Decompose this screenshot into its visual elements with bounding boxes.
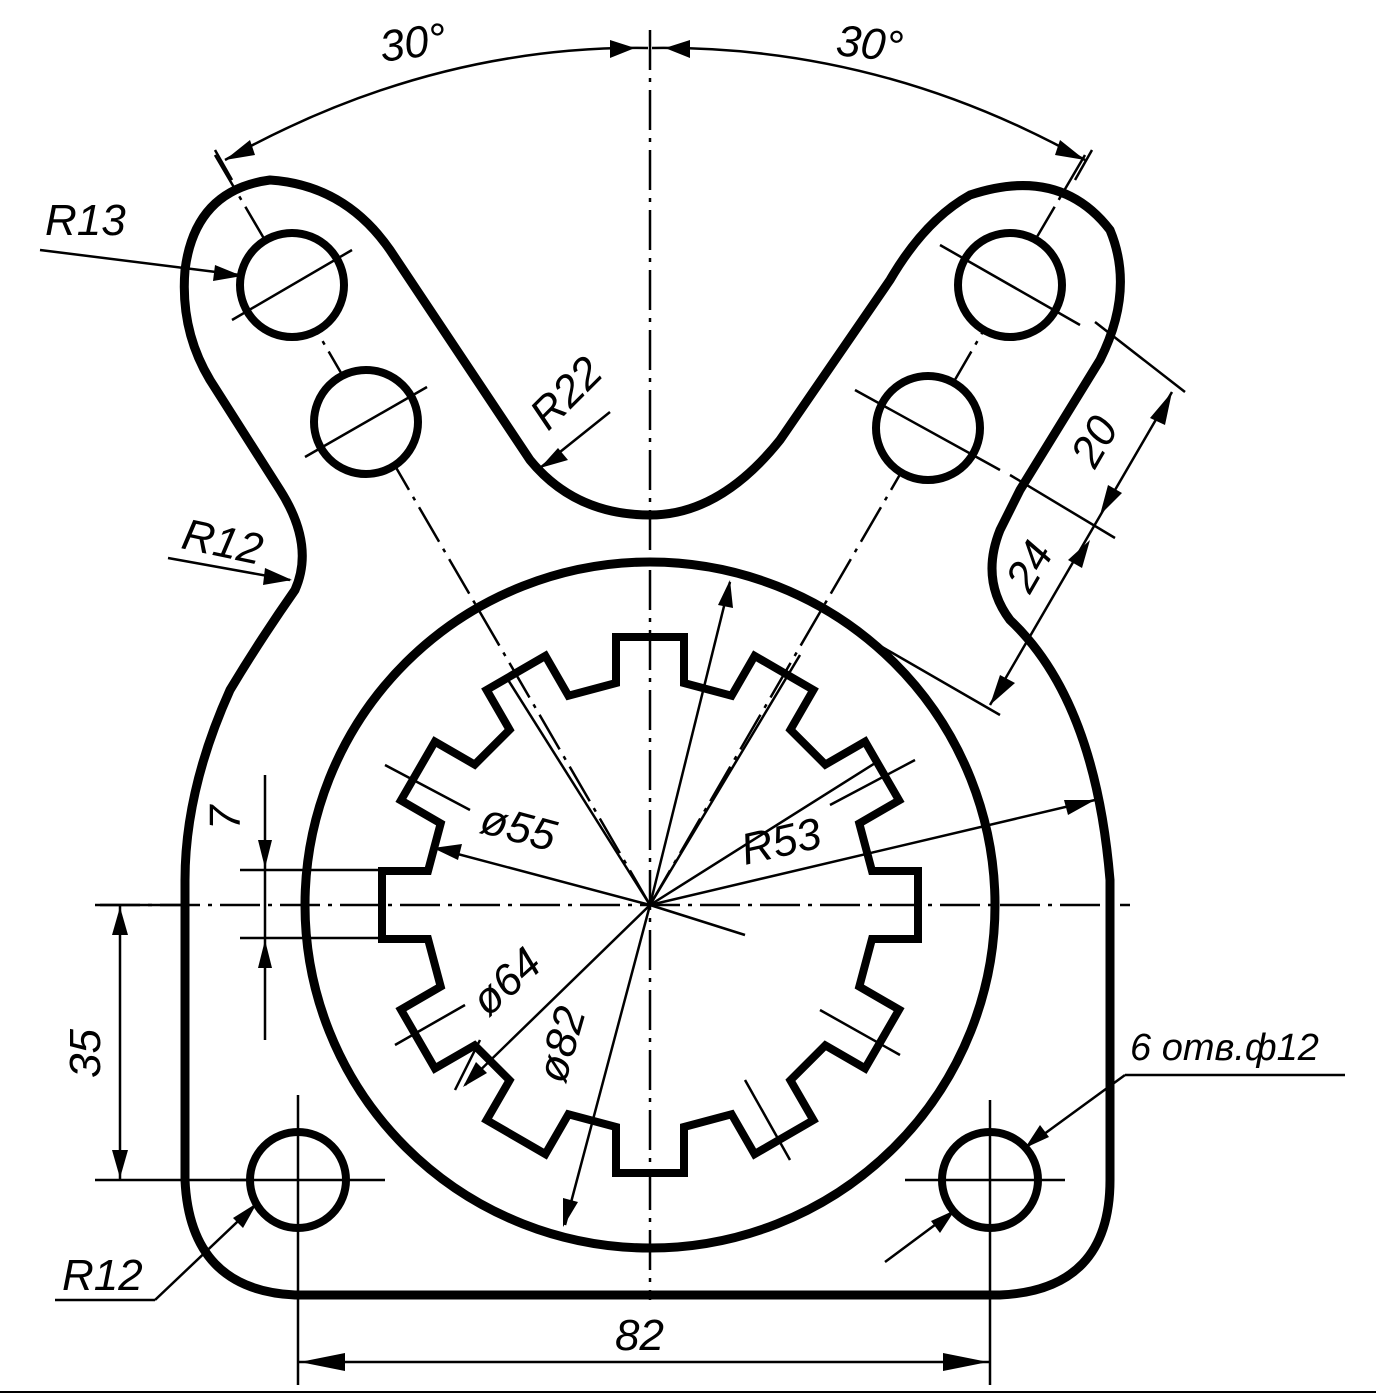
r12-lower-label: R12 — [62, 1251, 143, 1300]
r22-dimension: R22 — [520, 347, 612, 469]
dim-7-label: 7 — [201, 804, 250, 830]
angle-dimensions: 30° 30° — [213, 14, 1094, 181]
r13-dimension: R13 — [39, 196, 242, 281]
dim-24-label: 24 — [996, 533, 1063, 601]
dim-82-label: 82 — [615, 1311, 664, 1360]
dim-35: 35 — [61, 903, 250, 1182]
dim-82: 82 — [296, 1300, 992, 1385]
holes-note-label: 6 отв.ф12 — [1130, 1027, 1319, 1069]
r12-lower-dimension: R12 — [55, 1203, 257, 1302]
radial-leaders — [648, 580, 881, 907]
dim-20-label: 20 — [1061, 408, 1129, 476]
part-outline — [179, 175, 1125, 1300]
r12-upper-dimension: R12 — [167, 510, 292, 585]
phi64-label: ø64 — [462, 938, 551, 1025]
right-arm-axis — [648, 284, 1012, 906]
phi82-dimension: ø82 — [528, 904, 652, 1227]
hole-crosshairs — [230, 243, 1081, 1300]
r12-upper-label: R12 — [178, 510, 267, 575]
angle-label-left: 30° — [377, 14, 450, 72]
hole-upper-right-inner — [872, 372, 984, 484]
spline-ticks — [384, 758, 916, 1161]
angle-label-right: 30° — [834, 16, 905, 72]
center-lines — [100, 30, 1130, 1300]
r13-label: R13 — [45, 196, 126, 245]
flange-circle — [300, 557, 1000, 1253]
phi55-label: ø55 — [475, 794, 561, 861]
holes-note: 6 отв.ф12 — [884, 1027, 1345, 1264]
r22-label: R22 — [520, 347, 612, 439]
spline-bore — [378, 633, 922, 1177]
dim-35-label: 35 — [61, 1029, 110, 1078]
dim-7: 7 — [201, 775, 380, 1040]
